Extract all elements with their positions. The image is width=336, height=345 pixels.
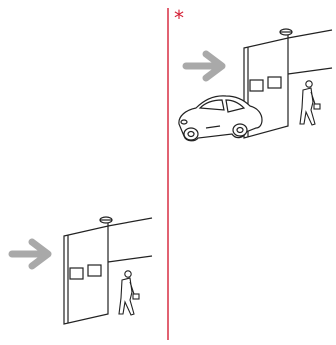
panel-top-right: [179, 29, 332, 141]
panel-bottom-left: [12, 217, 152, 324]
pedestrian-with-briefcase-icon: [119, 271, 139, 315]
right-arrow-icon: [186, 54, 222, 78]
note-marker: *: [174, 8, 184, 28]
sectional-door-icon: [64, 217, 152, 324]
right-arrow-icon: [12, 242, 48, 266]
pedestrian-with-briefcase-icon: [300, 81, 320, 125]
